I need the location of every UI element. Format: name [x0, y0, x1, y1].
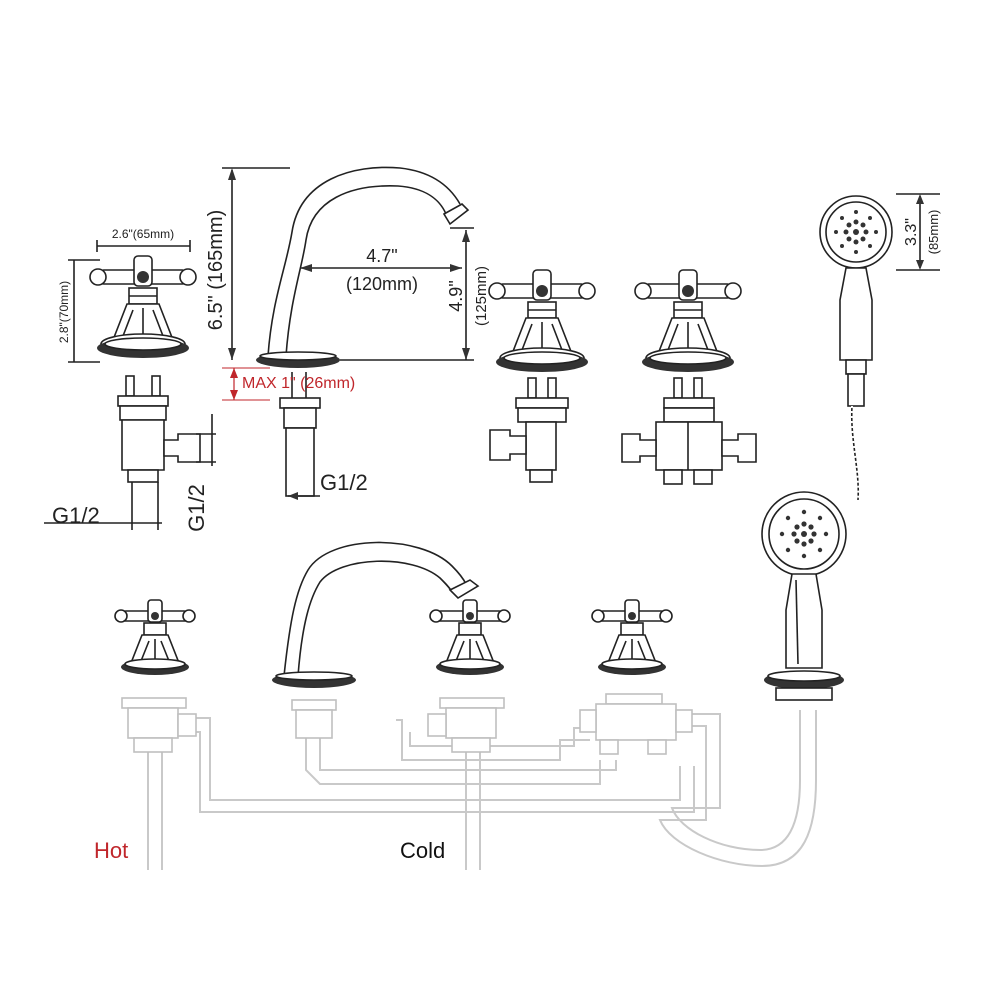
- thread-spout-label: G1/2: [320, 470, 368, 495]
- max-deck-label: MAX 1" (26mm): [242, 375, 355, 392]
- thread-valve-label: G1/2: [52, 503, 100, 528]
- hot-label: Hot: [94, 838, 128, 863]
- valve-1-top: [89, 255, 197, 359]
- assembly-valve-cold-body: [427, 697, 505, 753]
- handle-width-label: 2.6"(65mm): [112, 227, 174, 241]
- valve-1-body: [44, 375, 216, 530]
- assembly-valve-diverter-body: [579, 693, 693, 755]
- assembly-spout: [272, 541, 480, 739]
- valve-3-top: [634, 269, 742, 373]
- handshower-dimension: 3.3" (85mm): [896, 193, 941, 271]
- spout-height-label: 6.5" (165mm): [205, 210, 227, 330]
- handshower-mm-label: (85mm): [926, 210, 941, 255]
- thread-valve-side-label: G1/2: [184, 484, 209, 532]
- spout-reach-dimension: 4.7" (120mm): [300, 246, 462, 294]
- handle-width-dimension: 2.6"(65mm): [96, 227, 191, 252]
- assembly-valve-diverter: [591, 599, 673, 676]
- assembly-valve-hot: [114, 599, 196, 676]
- spout-reach-mm-label: (120mm): [346, 274, 418, 294]
- assembly-handshower: [761, 491, 847, 701]
- spout-top: [256, 166, 474, 497]
- handshower-in-label: 3.3": [903, 218, 920, 246]
- valve-3-body: [621, 377, 757, 485]
- assembly-valve-hot-body: [121, 697, 197, 753]
- handshower-top: [819, 195, 893, 501]
- handle-height-dimension: 2.8"(70mm): [57, 259, 100, 363]
- valve-2-body: [489, 377, 569, 483]
- spout-clearance-mm-label: (125mm): [473, 266, 490, 326]
- valve-2-top: [488, 269, 596, 373]
- spout-thread-dimension: G1/2: [288, 470, 368, 500]
- spout-height-dimension: 6.5" (165mm): [205, 167, 290, 360]
- spout-clearance-in-label: 4.9": [446, 280, 466, 311]
- handle-height-label: 2.8"(70mm): [57, 281, 71, 343]
- max-deck-dimension: MAX 1" (26mm): [222, 367, 355, 401]
- spout-reach-in-label: 4.7": [366, 246, 397, 266]
- cold-label: Cold: [400, 838, 445, 863]
- assembly-valve-cold: [429, 599, 511, 676]
- spout-clearance-dimension: 4.9" (125mm): [340, 230, 490, 361]
- plumbing-pipes: [147, 710, 817, 870]
